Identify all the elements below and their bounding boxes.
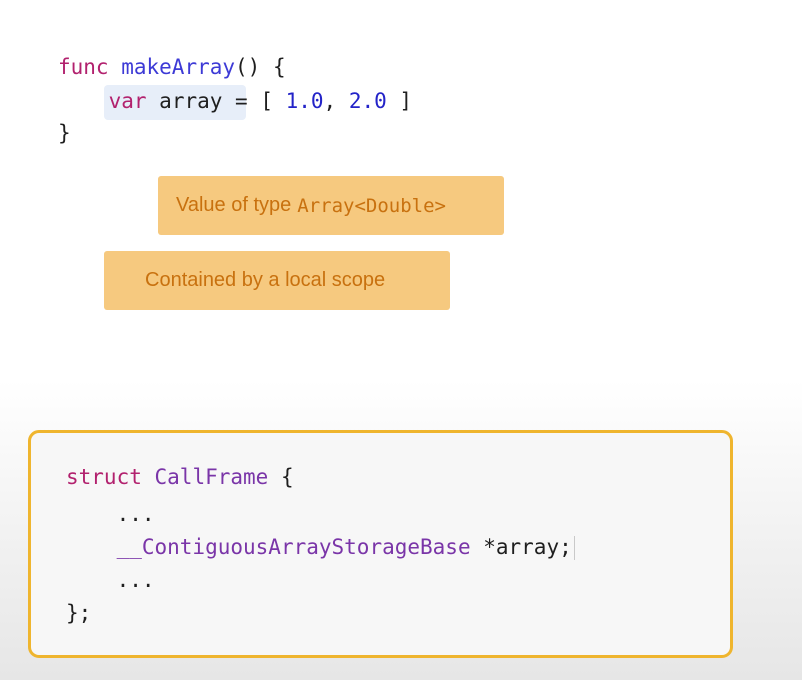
ellipsis-2: ... [116, 568, 155, 592]
variable-name: array [159, 89, 223, 113]
text-cursor [573, 536, 575, 560]
struct-name: CallFrame [154, 465, 269, 489]
callout-scope-label: Contained by a local scope [145, 269, 386, 291]
number-literal-2: 2.0 [348, 89, 387, 113]
function-signature: () { [235, 55, 286, 79]
callout-type-label: Value of type [176, 194, 292, 216]
code-line-func: func makeArray() { [58, 55, 286, 79]
struct-line-ellipsis-1: ... [66, 502, 155, 526]
callframe-code-box [28, 430, 733, 658]
callout-local-scope: Contained by a local scope [104, 251, 450, 310]
function-name: makeArray [121, 55, 236, 79]
struct-close: }; [66, 601, 92, 625]
callout-type-value: Array<Double> [297, 194, 446, 217]
code-line-var: var array = [ 1.0, 2.0 ] [58, 89, 413, 113]
member-type: __ContiguousArrayStorageBase [116, 535, 471, 559]
struct-line-member: __ContiguousArrayStorageBase *array; [66, 535, 575, 560]
struct-line-ellipsis-2: ... [66, 568, 155, 592]
code-line-close: } [58, 121, 71, 145]
member-declaration: *array; [470, 535, 572, 559]
close-bracket: ] [386, 89, 413, 113]
variable-highlight [104, 85, 246, 120]
ellipsis-1: ... [116, 502, 155, 526]
struct-keyword: struct [66, 465, 142, 489]
var-keyword: var [108, 89, 147, 113]
struct-line-decl: struct CallFrame { [66, 465, 294, 489]
struct-open-brace: { [268, 465, 294, 489]
assign-operator: = [ [222, 89, 286, 113]
close-brace: } [58, 121, 71, 145]
struct-line-close: }; [66, 601, 91, 625]
separator: , [323, 89, 349, 113]
number-literal-1: 1.0 [285, 89, 324, 113]
func-keyword: func [58, 55, 109, 79]
